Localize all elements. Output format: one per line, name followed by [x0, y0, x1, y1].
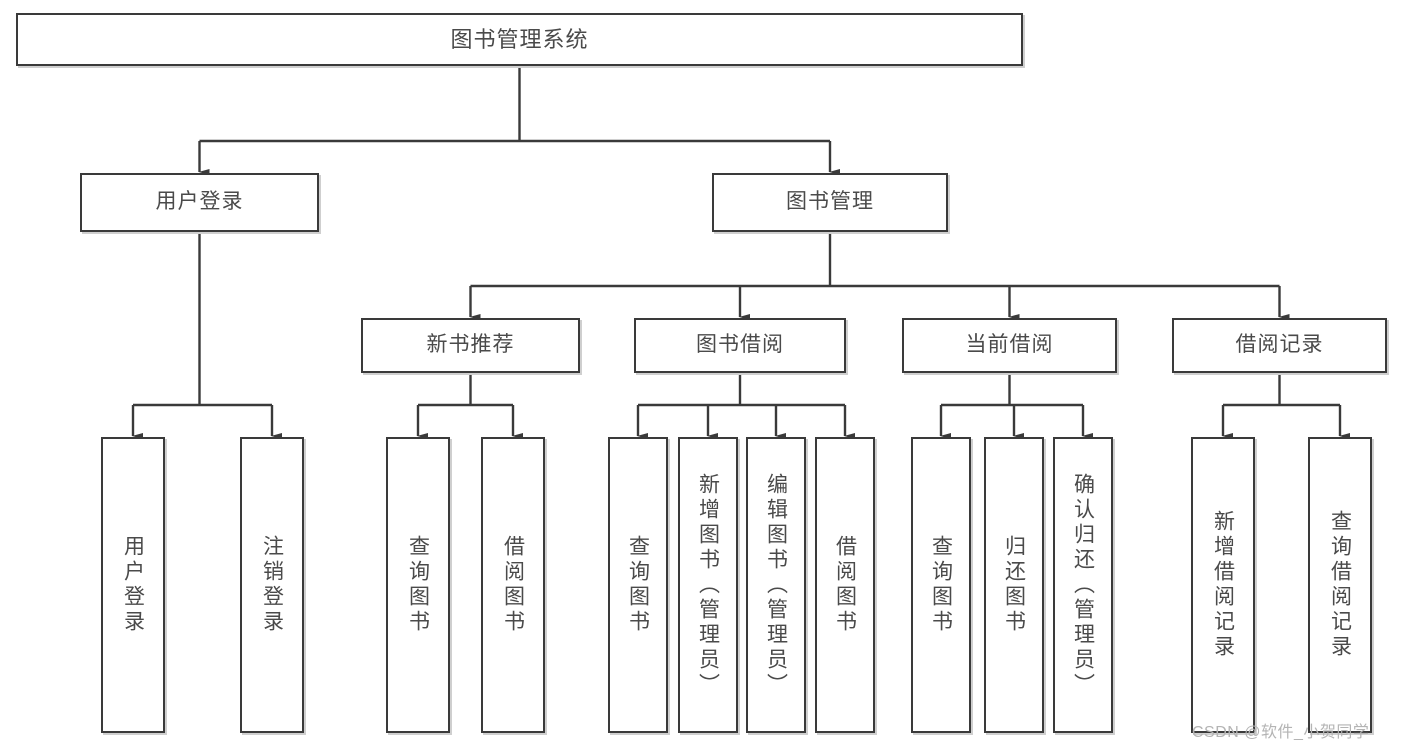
node-label: 借阅图书 [501, 535, 525, 635]
node-book-borrow[interactable]: 图书借阅 [634, 318, 846, 373]
node-leaf-bb-borrow[interactable]: 借阅图书 [815, 437, 875, 733]
node-label: 编辑图书（管理员） [764, 472, 788, 698]
node-label: 查询图书 [626, 535, 650, 635]
node-leaf-bb-query[interactable]: 查询图书 [608, 437, 668, 733]
node-label: 查询借阅记录 [1328, 510, 1352, 660]
node-label: 归还图书 [1002, 535, 1026, 635]
node-label: 用户登录 [155, 190, 244, 214]
node-leaf-bb-edit[interactable]: 编辑图书（管理员） [746, 437, 806, 733]
node-label: 用户登录 [121, 535, 145, 635]
node-leaf-br-query[interactable]: 查询借阅记录 [1308, 437, 1372, 733]
node-label: 图书借阅 [696, 333, 784, 357]
node-leaf-rec-query[interactable]: 查询图书 [386, 437, 450, 733]
node-label: 图书管理 [786, 190, 874, 214]
node-label: 新增图书（管理员） [696, 472, 720, 698]
node-label: 确认归还（管理员） [1071, 472, 1095, 698]
node-user-login[interactable]: 用户登录 [80, 173, 319, 232]
node-label: 查询图书 [406, 535, 430, 635]
node-label: 图书管理系统 [450, 26, 589, 52]
node-label: 借阅图书 [833, 535, 857, 635]
node-label: 查询图书 [929, 535, 953, 635]
node-leaf-cb-return[interactable]: 归还图书 [984, 437, 1044, 733]
node-label: 新增借阅记录 [1211, 510, 1235, 660]
node-leaf-user-logout[interactable]: 注销登录 [240, 437, 304, 733]
node-label: 当前借阅 [965, 333, 1054, 357]
node-leaf-br-add[interactable]: 新增借阅记录 [1191, 437, 1255, 733]
node-label: 注销登录 [260, 535, 284, 635]
node-leaf-cb-query[interactable]: 查询图书 [911, 437, 971, 733]
node-borrow-record[interactable]: 借阅记录 [1172, 318, 1387, 373]
node-label: 借阅记录 [1235, 333, 1324, 357]
node-leaf-rec-borrow[interactable]: 借阅图书 [481, 437, 545, 733]
node-book-manage[interactable]: 图书管理 [712, 173, 948, 232]
node-leaf-cb-confirm[interactable]: 确认归还（管理员） [1053, 437, 1113, 733]
node-new-book-rec[interactable]: 新书推荐 [361, 318, 580, 373]
node-leaf-user-login[interactable]: 用户登录 [101, 437, 165, 733]
node-root[interactable]: 图书管理系统 [16, 13, 1023, 66]
csdn-watermark: CSDN @软件_小贺同学 [1192, 724, 1370, 741]
node-leaf-bb-add[interactable]: 新增图书（管理员） [678, 437, 738, 733]
node-current-borrow[interactable]: 当前借阅 [902, 318, 1117, 373]
node-label: 新书推荐 [426, 333, 515, 357]
